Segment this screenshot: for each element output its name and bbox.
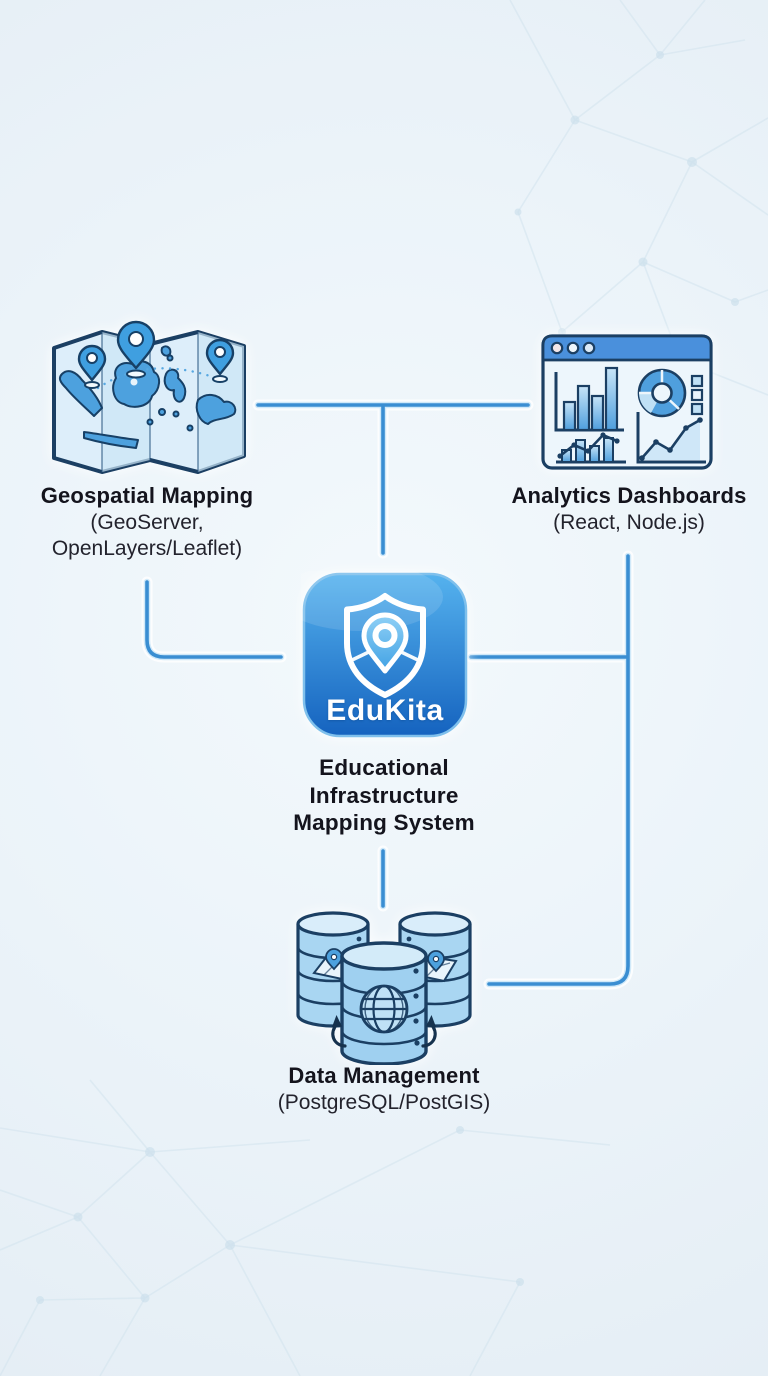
sync-arrows (331, 1015, 437, 1048)
data-management-node-icon (288, 903, 480, 1065)
bar-line-combo-chart (556, 432, 626, 464)
geospatial-node-icon (46, 314, 250, 482)
map-icon (52, 320, 246, 474)
analytics-node-label: Analytics Dashboards (React, Node.js) (498, 483, 760, 536)
edukita-node-icon (301, 571, 469, 739)
location-pins (77, 320, 235, 389)
edukita-caption-line2: Infrastructure (309, 782, 459, 808)
dashboard-icon (541, 334, 713, 470)
donut-chart (637, 368, 687, 418)
edukita-caption-line1: Educational (319, 755, 449, 780)
edukita-app-name: EduKita (326, 694, 444, 727)
edukita-caption-line3: Mapping System (293, 810, 475, 835)
map-highlight-dot (130, 378, 138, 386)
window-title-bar (541, 334, 713, 362)
area-line-chart (636, 412, 706, 464)
data-management-subtitle-line1: (PostgreSQL/PostGIS) (277, 1090, 491, 1114)
geospatial-subtitle-line1: (GeoServer, (90, 510, 204, 534)
geospatial-subtitle-line2: OpenLayers/Leaflet) (51, 536, 243, 560)
bar-chart (554, 366, 624, 432)
analytics-subtitle-line1: (React, Node.js) (553, 510, 705, 534)
window-control-dots (550, 341, 596, 355)
analytics-node-icon (540, 330, 714, 474)
geospatial-node-label: Geospatial Mapping (GeoServer, OpenLayer… (17, 483, 277, 562)
legend-squares (690, 374, 704, 416)
database-cylinder-center (340, 941, 428, 1065)
edukita-caption: Educational Infrastructure Mapping Syste… (264, 754, 504, 837)
edukita-app-icon (301, 571, 468, 738)
data-management-title: Data Management (288, 1063, 480, 1088)
globe-icon (359, 984, 409, 1034)
database-icon (296, 911, 472, 1065)
geospatial-title: Geospatial Mapping (40, 483, 254, 508)
analytics-title: Analytics Dashboards (511, 483, 747, 508)
shield-location-pin (361, 612, 409, 674)
data-management-node-label: Data Management (PostgreSQL/PostGIS) (244, 1063, 524, 1116)
